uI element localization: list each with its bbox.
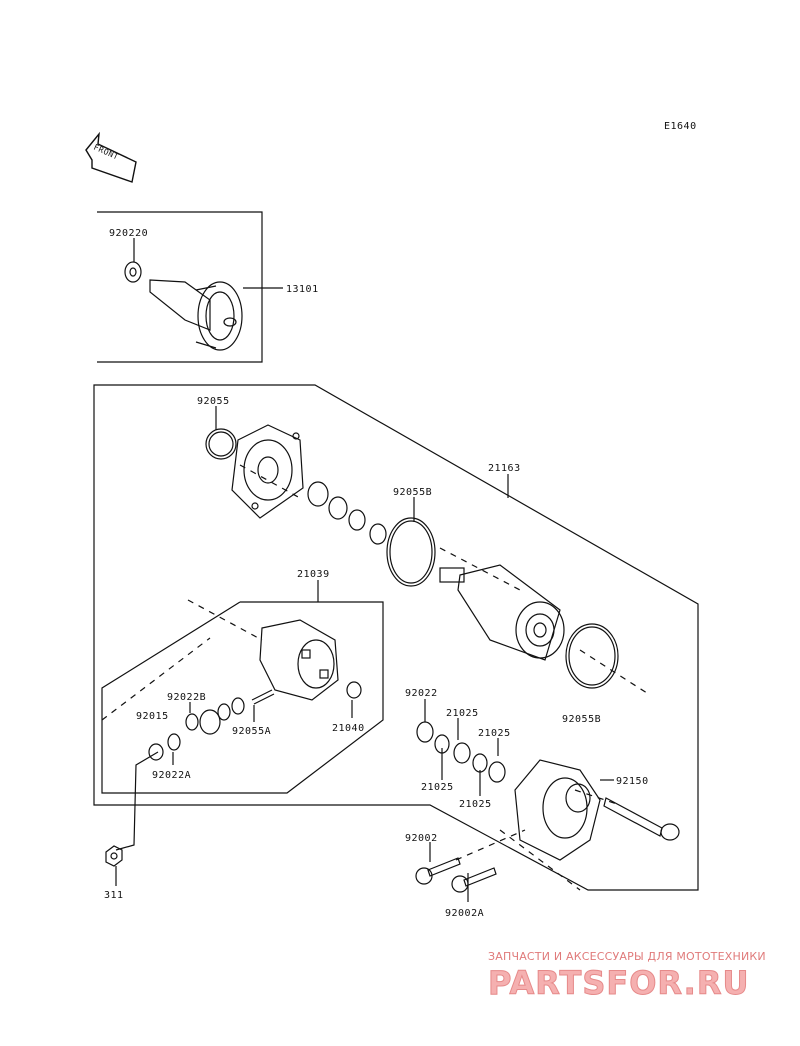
label-92055: 92055 — [197, 396, 230, 407]
label-920220: 920220 — [109, 228, 148, 239]
rear-cover-icon — [514, 759, 601, 861]
front-label: FRONT — [92, 143, 120, 162]
label-21163: 21163 — [488, 463, 521, 474]
label-92055B-top: 92055B — [393, 487, 432, 498]
label-92055A: 92055A — [232, 726, 271, 737]
group-frame-21039 — [101, 601, 384, 794]
label-92055B-bottom: 92055B — [562, 714, 601, 725]
label-21025-a: 21025 — [446, 708, 479, 719]
label-92022B: 92022B — [167, 692, 206, 703]
label-311: 311 — [104, 890, 124, 901]
label-21039: 21039 — [297, 569, 330, 580]
diagram-code: E1640 — [664, 121, 697, 132]
washer-stack-left-icon — [148, 689, 275, 761]
label-92002: 92002 — [405, 833, 438, 844]
label-21040: 21040 — [332, 723, 365, 734]
front-cover-icon — [205, 424, 304, 519]
watermark-logo: PARTSFOR.RU — [488, 964, 750, 1003]
label-92150: 92150 — [616, 776, 649, 787]
bolt-92002-icon — [415, 857, 461, 885]
label-92022A: 92022A — [152, 770, 191, 781]
label-21025-b: 21025 — [478, 728, 511, 739]
front-arrow-icon — [85, 131, 137, 183]
bolt-92150-icon — [603, 797, 680, 841]
label-21025-c: 21025 — [421, 782, 454, 793]
label-13101: 13101 — [286, 284, 319, 295]
washer-stack-top-icon — [307, 481, 436, 587]
watermark-tagline: ЗАПЧАСТИ И АКСЕССУАРЫ ДЛЯ МОТОТЕХНИКИ — [488, 950, 766, 963]
group-frame-13101 — [97, 211, 263, 363]
washer-stack-right-icon — [416, 721, 506, 783]
starter-motor-yoke-icon — [439, 564, 619, 689]
starter-drive-icon — [124, 261, 243, 351]
label-92022: 92022 — [405, 688, 438, 699]
nut-311-icon — [105, 845, 123, 867]
label-92002A: 92002A — [445, 908, 484, 919]
group-frame-21163 — [93, 384, 699, 891]
bolt-92002A-icon — [451, 867, 497, 893]
brush-holder-icon — [259, 619, 362, 701]
label-92015: 92015 — [136, 711, 169, 722]
label-21025-d: 21025 — [459, 799, 492, 810]
